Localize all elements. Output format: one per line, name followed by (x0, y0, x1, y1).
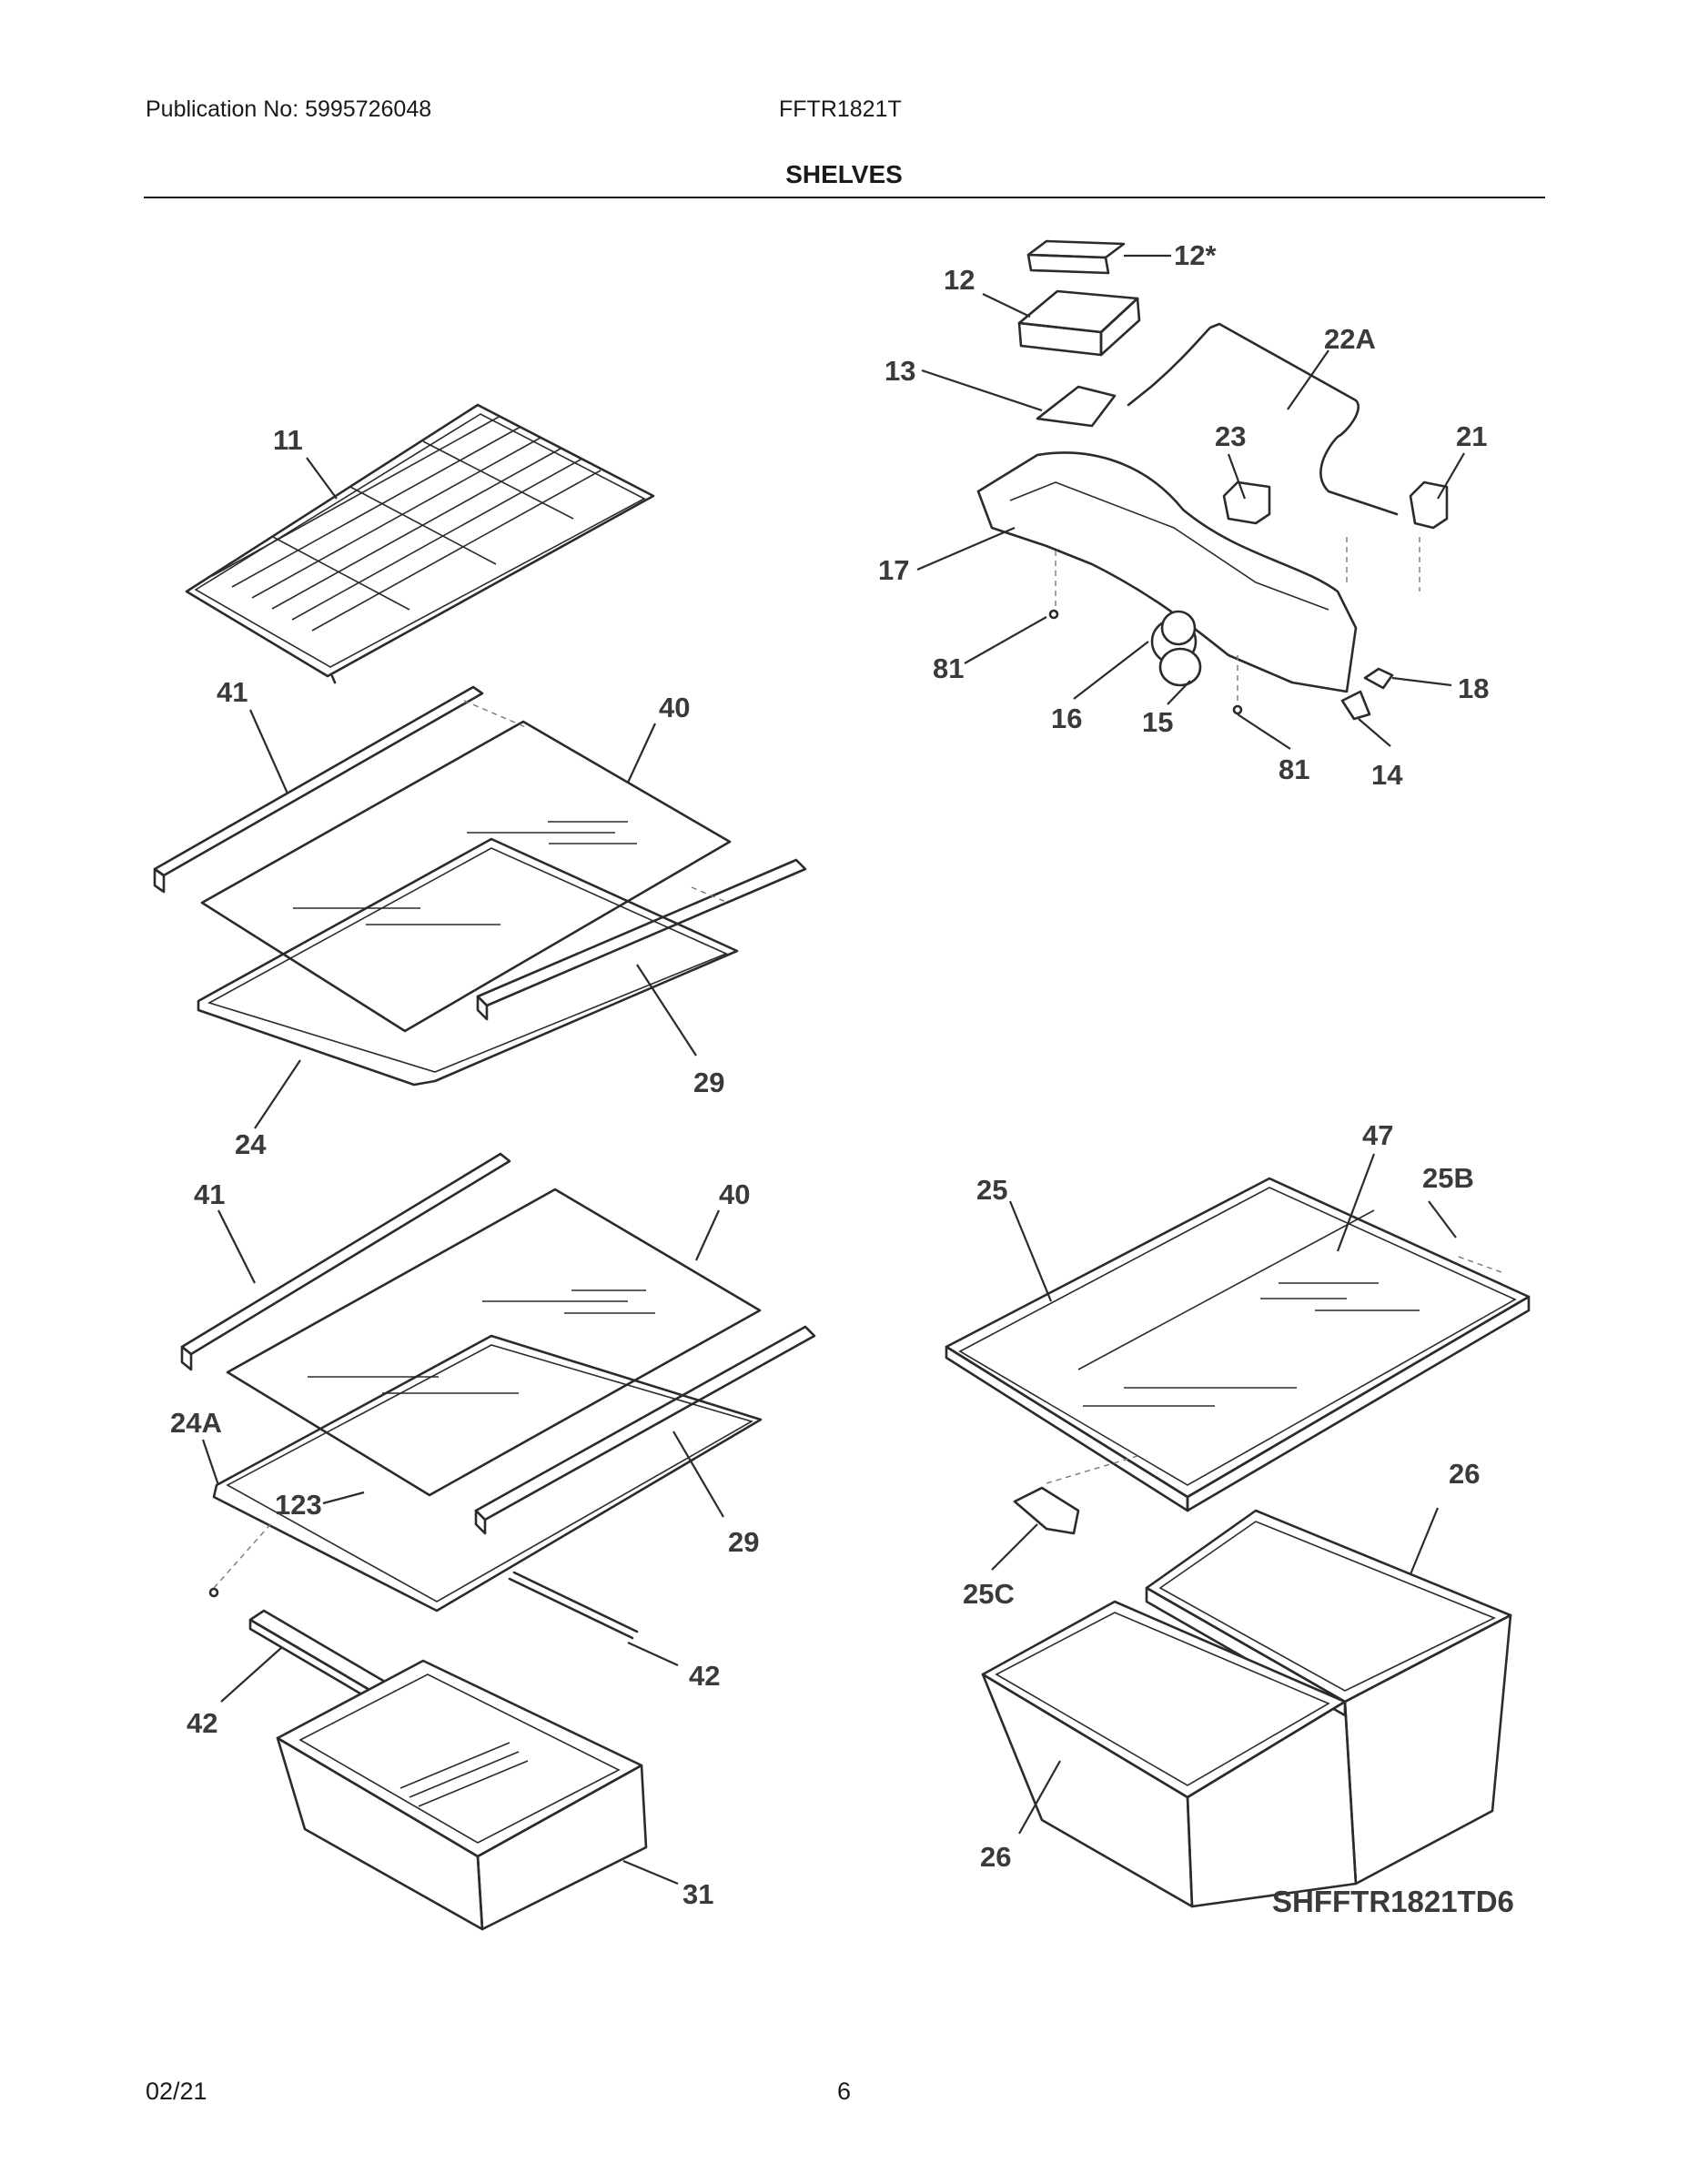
callout-23: 23 (1215, 420, 1246, 452)
callout-42-right: 42 (689, 1660, 720, 1692)
callout-40-lower: 40 (719, 1178, 750, 1210)
upper-glass-shelf-group (153, 685, 807, 1087)
callout-14: 14 (1371, 759, 1403, 791)
callout-26-right: 26 (1449, 1458, 1480, 1490)
light-housing-group (976, 239, 1449, 721)
callout-81-left: 81 (933, 652, 964, 684)
callout-11: 11 (273, 424, 303, 456)
callout-41-upper: 41 (217, 676, 248, 708)
callout-123: 123 (275, 1489, 322, 1521)
callout-24: 24 (235, 1128, 267, 1160)
callout-31: 31 (682, 1878, 713, 1910)
callout-41-lower: 41 (194, 1178, 225, 1210)
crisper-drawer-group (248, 1609, 648, 1931)
lower-glass-shelf-group (180, 1152, 816, 1640)
callout-42-left: 42 (187, 1707, 217, 1739)
callout-26-left: 26 (980, 1841, 1011, 1873)
callout-13: 13 (884, 355, 915, 387)
callout-leaders (201, 254, 1465, 1886)
crisper-cover-group (945, 1177, 1531, 1535)
publication-number: Publication No: 5995726048 (146, 96, 432, 122)
callout-25b: 25B (1422, 1162, 1474, 1194)
callout-81-right: 81 (1279, 753, 1309, 785)
callout-21: 21 (1456, 420, 1487, 452)
callout-47: 47 (1362, 1119, 1393, 1151)
callout-25c: 25C (963, 1578, 1015, 1610)
callout-15: 15 (1142, 706, 1173, 738)
callout-29-lower: 29 (728, 1526, 759, 1558)
callout-25: 25 (976, 1174, 1007, 1206)
callout-29-upper: 29 (693, 1067, 724, 1098)
header-rule (144, 197, 1545, 198)
callout-22a: 22A (1324, 323, 1376, 355)
page-number: 6 (837, 2078, 852, 2105)
wire-shelf-part (185, 403, 655, 684)
callout-40-upper: 40 (659, 692, 690, 723)
drawing-code: SHFFTR1821TD6 (1272, 1885, 1514, 1918)
callout-18: 18 (1458, 672, 1489, 704)
pantry-drawers-group (981, 1509, 1512, 1908)
callout-12-star: 12* (1174, 239, 1217, 271)
callout-24a: 24A (170, 1407, 222, 1439)
section-title: SHELVES (785, 160, 903, 188)
callout-16: 16 (1051, 703, 1082, 734)
footer-date: 02/21 (146, 2078, 207, 2105)
callout-17: 17 (878, 554, 909, 586)
model-number: FFTR1821T (779, 96, 902, 122)
callout-12: 12 (944, 264, 975, 296)
